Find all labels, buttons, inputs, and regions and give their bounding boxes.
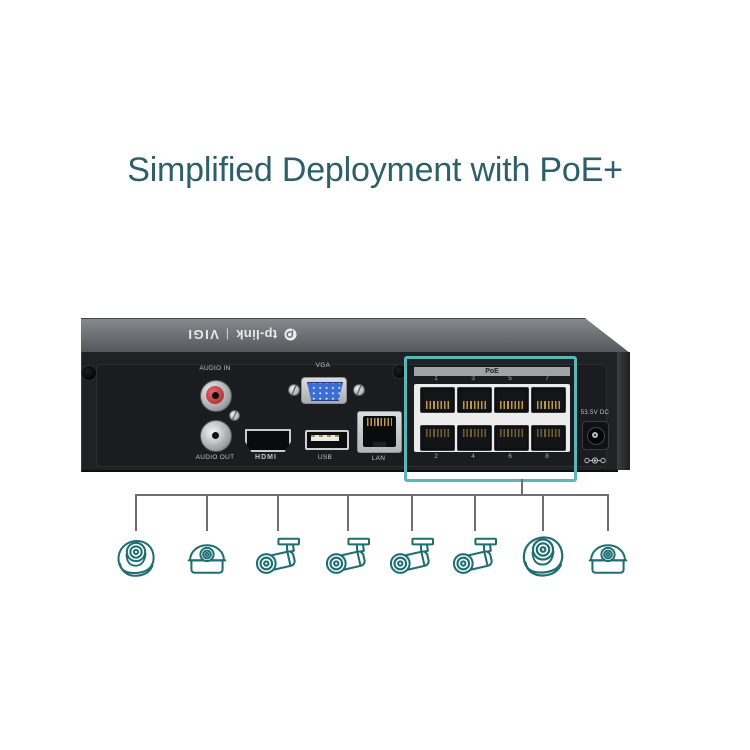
poe-port-number-1: 1	[434, 375, 438, 382]
drop-line-3	[277, 494, 279, 531]
bullet-camera-icon	[450, 535, 499, 578]
vga-screw-left	[288, 384, 300, 396]
poe-port-2	[420, 425, 455, 451]
poe-port-number-4: 4	[471, 453, 475, 460]
vga-port	[301, 377, 347, 404]
poe-port-7	[531, 387, 566, 413]
lan-port	[357, 411, 402, 453]
poe-port-number-2: 2	[434, 453, 438, 460]
drop-line-5	[411, 494, 413, 531]
turret-camera-icon	[114, 536, 158, 578]
vga-screw-right	[353, 384, 365, 396]
mount-hole-left	[81, 365, 97, 381]
audio-out-jack	[200, 420, 232, 452]
dome-camera-icon	[185, 541, 229, 578]
vga-connector	[307, 382, 343, 401]
poe-port-3	[457, 387, 492, 413]
turret-camera-icon	[519, 532, 567, 578]
usb-port	[305, 430, 349, 450]
device-side-face	[617, 352, 630, 470]
poe-port-6	[494, 425, 529, 451]
poe-port-1	[420, 387, 455, 413]
logo-divider: |	[225, 328, 230, 342]
poe-header-bar: PoE	[414, 367, 570, 376]
poe-port-number-8: 8	[545, 453, 549, 460]
dc-power-label: 53.5V DC	[580, 410, 610, 416]
poe-port-number-7: 7	[545, 375, 549, 382]
device-top-face: tp-link | VIGI	[81, 318, 630, 353]
series-name: VIGI	[186, 327, 219, 343]
dome-camera-icon	[586, 541, 630, 578]
drop-line-6	[474, 494, 476, 531]
poe-port-8	[531, 425, 566, 451]
brand-logo: tp-link | VIGI	[117, 326, 367, 344]
vga-label: VGA	[315, 362, 331, 369]
audio-in-label: AUDIO IN	[199, 365, 231, 372]
panel-screw	[229, 410, 240, 421]
bus-line	[136, 494, 609, 496]
hdmi-label: HDMI	[255, 454, 277, 461]
polarity-icon	[583, 452, 607, 470]
poe-port-4	[457, 425, 492, 451]
tp-link-logo-icon	[284, 329, 297, 342]
poe-stem-line	[521, 479, 523, 495]
brand-name: tp-link	[236, 327, 278, 343]
poe-port-number-5: 5	[508, 375, 512, 382]
drop-line-8	[607, 494, 609, 531]
poe-label: PoE	[485, 368, 499, 375]
bullet-camera-icon	[323, 535, 372, 578]
hdmi-port	[245, 429, 291, 452]
dc-power-jack	[582, 421, 609, 450]
lan-label: LAN	[371, 455, 386, 462]
poe-port-5	[494, 387, 529, 413]
drop-line-2	[206, 494, 208, 531]
audio-in-jack	[200, 380, 232, 412]
poe-port-number-3: 3	[471, 375, 475, 382]
bullet-camera-icon	[387, 535, 436, 578]
usb-label: USB	[317, 454, 333, 461]
audio-out-label: AUDIO OUT	[195, 454, 235, 461]
bullet-camera-icon	[253, 535, 302, 578]
drop-line-7	[542, 494, 544, 531]
drop-line-1	[135, 494, 137, 531]
page-title: Simplified Deployment with PoE+	[127, 151, 623, 189]
drop-line-4	[347, 494, 349, 531]
poe-highlight-box	[404, 356, 577, 482]
poe-port-number-6: 6	[508, 453, 512, 460]
